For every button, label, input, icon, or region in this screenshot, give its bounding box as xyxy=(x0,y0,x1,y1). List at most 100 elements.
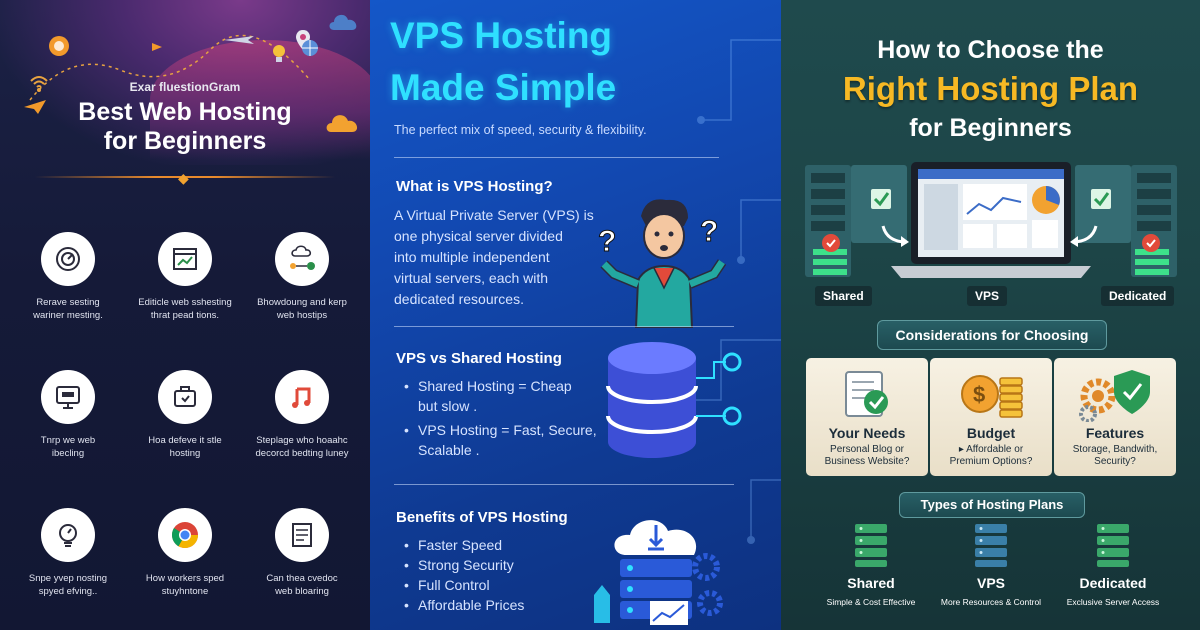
panel3-title-line2: Right Hosting Plan xyxy=(842,70,1139,107)
panel2-title: VPS Hosting Made Simple xyxy=(390,10,616,114)
database-icon xyxy=(606,342,742,458)
feature-label: web hostips xyxy=(276,310,328,321)
checklist-icon xyxy=(275,508,329,562)
comparison-item: VPS Hosting = Fast, Secure,Scalable . xyxy=(400,420,597,460)
section-heading: What is VPS Hosting? xyxy=(396,178,553,195)
benefit-item: Strong Security xyxy=(400,555,524,575)
section-divider xyxy=(394,484,734,485)
server-stack-icon xyxy=(855,524,887,567)
cloud-server-illustration xyxy=(594,520,723,625)
title-divider xyxy=(35,176,335,178)
plan-type-description: Simple & Cost Effective xyxy=(826,597,916,607)
plan-type-vps: VPS More Resources & Control xyxy=(921,520,1061,607)
monitor-icon xyxy=(41,370,95,424)
definition-line: one physical server divided xyxy=(394,228,563,244)
server-stack-icon xyxy=(1097,524,1129,567)
definition-line: virtual servers, each with xyxy=(394,270,549,286)
section-heading: Benefits of VPS Hosting xyxy=(396,509,568,526)
section-divider xyxy=(394,326,734,327)
benefit-item: Full Control xyxy=(400,575,524,595)
panel-best-web-hosting: Exar fluestionGram Best Web Hosting for … xyxy=(0,0,370,630)
header-hill xyxy=(150,40,370,160)
chrome-icon xyxy=(158,508,212,562)
panel3-title-line1: How to Choose the xyxy=(877,36,1104,64)
browser-chart-icon xyxy=(158,232,212,286)
benefits-list: Faster Speed Strong Security Full Contro… xyxy=(400,535,524,615)
plan-type-description: Exclusive Server Access xyxy=(1066,597,1160,607)
panel-choose-hosting-plan: How to Choose the Right Hosting Plan for… xyxy=(781,0,1200,630)
arrow-left-icon xyxy=(881,225,909,247)
plan-type-name: VPS xyxy=(976,575,1005,591)
card-description: Storage, Bandwith,Security? xyxy=(1072,444,1158,467)
shared-server-rack-icon xyxy=(805,165,907,277)
feature-label: Editicle web sshesting xyxy=(138,297,232,308)
feature-item: Steplage who hoaahc decorcd bedting luney xyxy=(242,370,362,460)
feature-label: How workers sped xyxy=(145,573,225,584)
lightbulb-icon xyxy=(41,508,95,562)
panel1-title: Best Web Hosting for Beginners xyxy=(0,98,370,156)
feature-label: stuyhntone xyxy=(161,586,209,597)
feature-label: Tnrp we web xyxy=(40,435,96,446)
gears-shield-icon xyxy=(1079,370,1150,422)
feature-label: Bhowdoung and kerp xyxy=(257,297,347,308)
feature-label: hosting xyxy=(169,448,201,459)
music-note-icon xyxy=(275,370,329,424)
feature-item: Bhowdoung and kerp web hostips xyxy=(242,232,362,322)
feature-label: Rerave sesting xyxy=(36,297,100,308)
plan-type-shared: Shared Simple & Cost Effective xyxy=(801,520,941,607)
plan-type-dedicated: Dedicated Exclusive Server Access xyxy=(1043,520,1183,607)
plan-type-name: Dedicated xyxy=(1079,575,1147,591)
considerations-banner: Considerations for Choosing xyxy=(877,320,1107,350)
dedicated-server-rack-icon xyxy=(1075,165,1177,277)
dedicated-label: Dedicated xyxy=(1101,286,1175,306)
feature-label: Steplage who hoaahc xyxy=(256,435,348,446)
benefit-item: Affordable Prices xyxy=(400,595,524,615)
flag-icon xyxy=(152,43,162,51)
cloud-icon-top xyxy=(329,14,357,30)
feature-item: Rerave sesting wariner mesting. xyxy=(8,232,128,322)
svg-text:$: $ xyxy=(973,382,985,407)
wifi-icon xyxy=(30,76,48,92)
divider-diamond-icon: ◆ xyxy=(178,170,189,186)
shared-label: Shared xyxy=(815,286,872,306)
plan-type-name: Shared xyxy=(847,575,895,591)
cloud-icon-right xyxy=(326,115,358,132)
definition-line: into multiple independent xyxy=(394,249,550,265)
laptop-dashboard-icon xyxy=(891,162,1091,278)
types-banner: Types of Hosting Plans xyxy=(899,492,1085,518)
svg-text:?: ? xyxy=(700,215,718,248)
server-stack-icon xyxy=(975,524,1007,567)
card-title: Budget xyxy=(966,425,1016,441)
section-heading: VPS vs Shared Hosting xyxy=(396,350,562,367)
panel2-title-line1: VPS Hosting xyxy=(390,15,613,56)
confused-person-illustration: ? ? xyxy=(598,199,726,328)
gauge-icon xyxy=(41,232,95,286)
plan-type-description: More Resources & Control xyxy=(940,597,1042,607)
vps-definition: A Virtual Private Server (VPS) is one ph… xyxy=(394,205,599,310)
panel1-title-line1: Best Web Hosting xyxy=(78,98,292,126)
dotted-path-decoration xyxy=(29,34,311,101)
feature-item: How workers sped stuyhntone xyxy=(125,508,245,598)
svg-text:?: ? xyxy=(598,225,616,258)
globe-icon xyxy=(302,40,318,56)
cloud-network-icon xyxy=(275,232,329,286)
feature-label: wariner mesting. xyxy=(33,310,103,321)
card-title: Your Needs xyxy=(828,425,906,441)
panel2-title-line2: Made Simple xyxy=(390,67,617,108)
feature-label: Snpe yvep nosting xyxy=(28,573,108,584)
checklist-icon xyxy=(845,371,888,417)
target-icon xyxy=(49,36,69,56)
panel2-subtitle: The perfect mix of speed, security & fle… xyxy=(394,123,647,137)
feature-label: decorcd bedting luney xyxy=(255,448,349,459)
card-title: Features xyxy=(1085,425,1145,441)
briefcase-icon xyxy=(158,370,212,424)
